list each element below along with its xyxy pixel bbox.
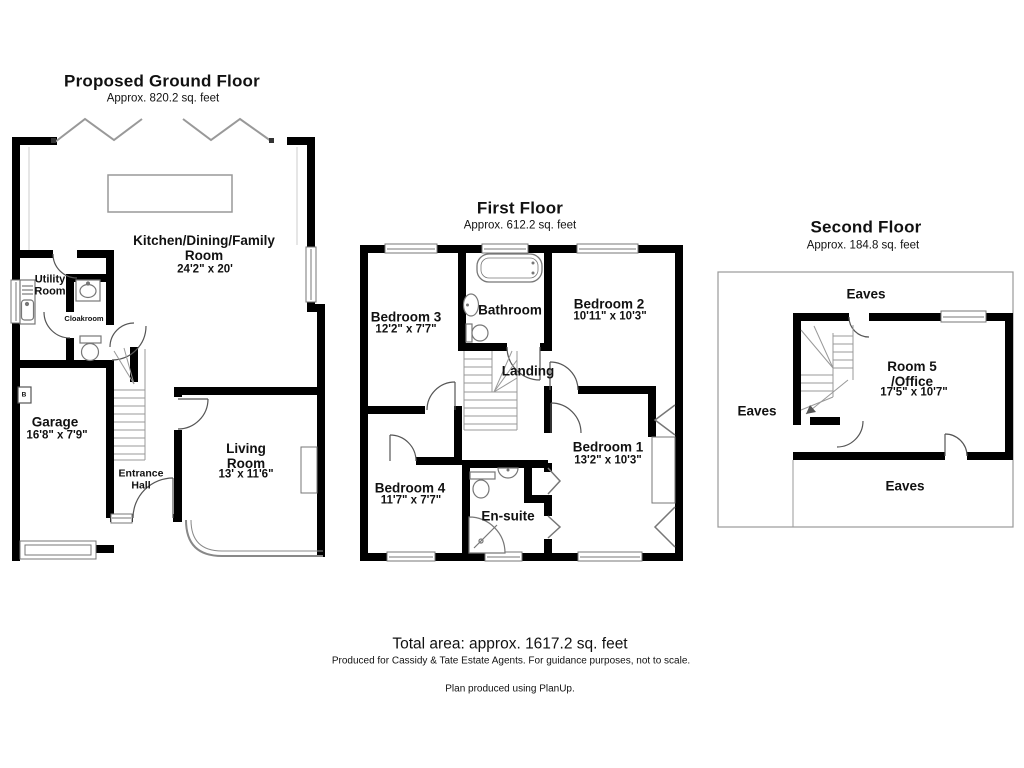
first-floor-title: First Floor [476,198,564,218]
first-floor-plan [360,243,683,562]
room-label-living-room: Living Room [226,440,266,471]
room-label-cloakroom: Cloakroom [64,313,104,323]
room-label-room5: Room 5 /Office [887,358,937,389]
shower-icon [468,516,506,554]
room-dims-bedroom3: 12'2" x 7'7" [375,323,437,336]
eaves-label-bottom: Eaves [885,478,925,494]
ground-floor-subtitle: Approx. 820.2 sq. feet [106,92,220,105]
bay-window [185,519,323,557]
room-dims-bedroom1: 13'2" x 10'3" [574,454,642,467]
chimney-breast-living [300,446,318,494]
room-dims-living-room: 13' x 11'6" [218,468,274,481]
cloakroom-toilet-icon [79,335,102,362]
ensuite-toilet-icon [469,471,496,499]
chimney-breast-bedroom1 [651,436,676,504]
cloakroom-sink-icon [75,279,101,302]
bifold-doors-icon [51,117,274,143]
ground-door-arcs [43,253,209,519]
disclaimer-text: Produced for Cassidy & Tate Estate Agent… [331,655,691,667]
ground-windows [10,246,317,560]
first-stairs-icon [463,350,518,431]
ground-stairs-icon [113,347,146,461]
room-label-garage: Garage [31,414,79,430]
ground-walls [12,137,325,561]
room-label-bedroom4: Bedroom 4 [374,480,446,496]
room-dims-room5: 17'5" x 10'7" [880,386,948,399]
room-label-bedroom2: Bedroom 2 [573,296,645,312]
credit-text: Plan produced using PlanUp. [445,683,575,695]
room-dims-garage: 16'8" x 7'9" [26,429,88,442]
bathroom-toilet-icon [465,323,489,343]
eaves-label-left: Eaves [737,403,777,419]
room-label-kitchen: Kitchen/Dining/Family Room [133,232,275,263]
utility-sink-icon [19,279,36,325]
ground-floor-plan [10,117,325,561]
kitchen-island [107,174,233,213]
second-floor-plan [717,271,1014,528]
bathroom-sink-icon [462,293,480,317]
eaves-boundary [717,271,1014,528]
second-window [940,310,987,323]
second-floor-title: Second Floor [810,217,922,237]
room-label-utility: Utility Room [34,273,66,298]
room-dims-kitchen: 24'2" x 20' [177,263,233,276]
room-label-ensuite: En-suite [481,508,535,524]
first-floor-subtitle: Approx. 612.2 sq. feet [463,219,577,232]
room-label-bathroom: Bathroom [478,302,542,318]
boiler-label: B [21,391,27,399]
ensuite-sink-icon [497,467,519,479]
boiler-box [17,386,32,404]
second-floor-subtitle: Approx. 184.8 sq. feet [806,239,920,252]
total-area-text: Total area: approx. 1617.2 sq. feet [392,635,628,653]
room-label-entrance-hall: Entrance Hall [118,467,164,491]
room-label-bedroom1: Bedroom 1 [572,439,644,455]
second-walls [793,313,1013,460]
second-stairs-icon [800,325,854,415]
first-windows [384,243,643,562]
ground-floor-title: Proposed Ground Floor [64,71,260,91]
room-label-bedroom3: Bedroom 3 [370,309,442,325]
room-dims-bedroom4: 11'7" x 7'7" [380,494,442,507]
eaves-label-top: Eaves [846,286,886,302]
room-label-landing: Landing [501,363,555,379]
wardrobe-bifold-icons [547,404,676,548]
bathtub-icon [476,253,543,283]
room-dims-bedroom2: 10'11" x 10'3" [573,310,647,323]
second-door-arcs [836,316,968,457]
ground-guide-lines [28,147,298,252]
